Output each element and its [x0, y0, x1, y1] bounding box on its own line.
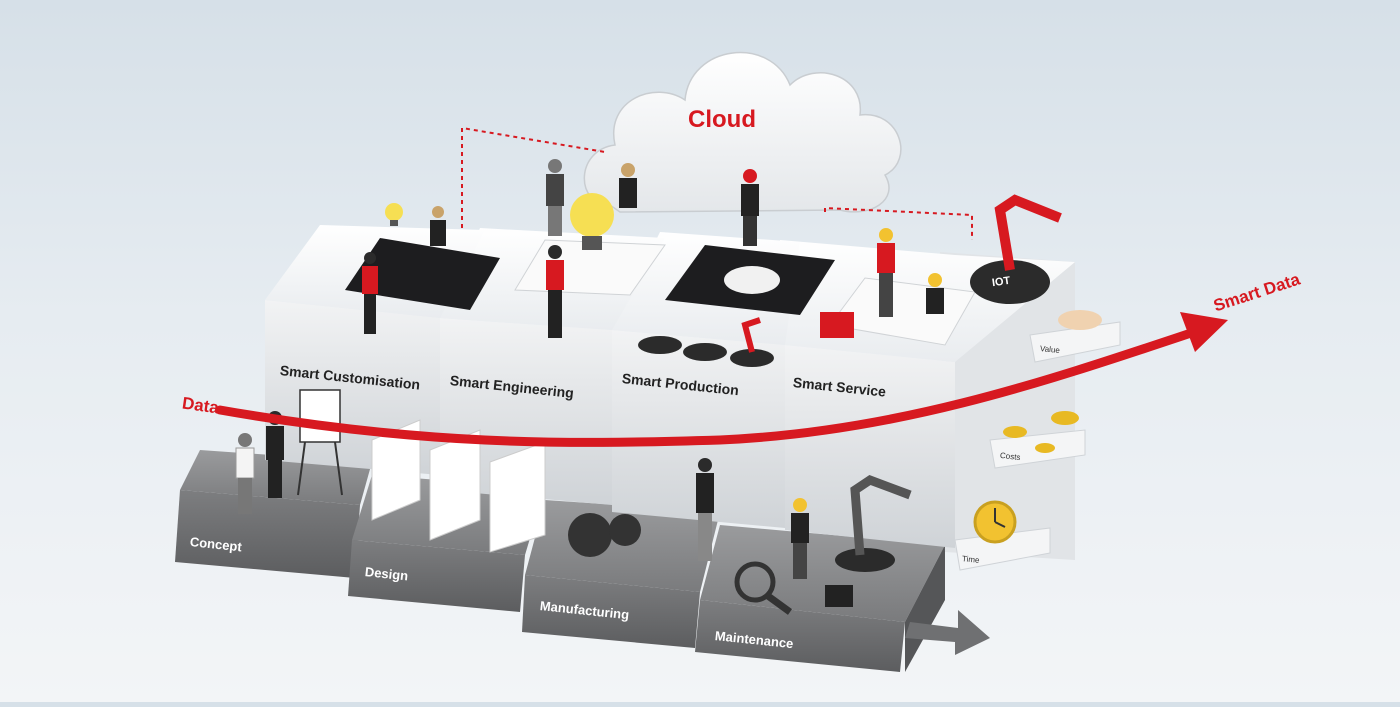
production-logo-disc [724, 266, 780, 294]
clock-icon [973, 500, 1017, 544]
cloud-connectors [461, 126, 973, 240]
iot-robot-icon [970, 194, 1062, 304]
person-figure [362, 252, 378, 334]
robot-arm-gray-icon [835, 474, 912, 572]
person-figure [619, 163, 637, 208]
design-cubicles [371, 419, 546, 553]
data-flow-arrow [215, 312, 1228, 447]
person-figure [926, 273, 944, 314]
coins-icon [1003, 411, 1079, 453]
cloud-label: Cloud [688, 106, 756, 133]
value-label: Value [1039, 343, 1061, 356]
production-machines [638, 317, 774, 367]
person-figure [741, 169, 759, 246]
handshake-icon [1058, 310, 1102, 330]
flipchart-icon [297, 389, 343, 496]
red-toolbox-icon [820, 312, 854, 338]
person-figure [430, 206, 446, 246]
person-figure [546, 159, 564, 236]
person-figure [877, 228, 895, 317]
customisation-table [345, 238, 500, 310]
person-figure [791, 498, 809, 579]
toolbox-icon [825, 585, 853, 607]
base-block-maintenance [695, 525, 945, 672]
small-lightbulb-icon [385, 203, 403, 226]
time-label: Time [961, 554, 980, 565]
person-figure [546, 245, 564, 338]
iot-badge-label: IOT [991, 274, 1012, 290]
lightbulb-icon [570, 193, 614, 250]
side-ledges [954, 321, 1121, 571]
magnifier-icon [734, 561, 793, 615]
gears-icon [568, 513, 641, 557]
person-figure [235, 433, 255, 514]
cloud [583, 51, 902, 213]
process-exit-arrow [905, 610, 990, 655]
person-figure [696, 458, 714, 561]
people-figures [235, 159, 944, 579]
